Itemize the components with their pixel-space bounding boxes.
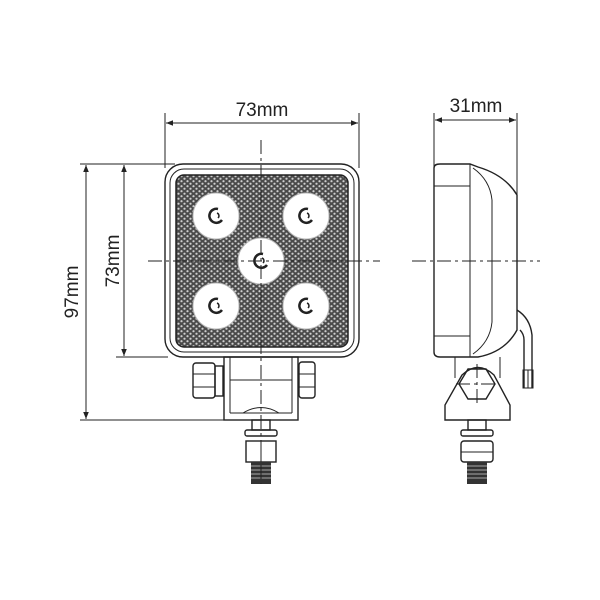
dimension-front-width: 73mm	[164, 100, 360, 168]
front-height-label: 73mm	[103, 235, 124, 288]
side-mounting-bolt	[460, 419, 494, 484]
dimension-side-depth: 31mm	[433, 96, 518, 195]
side-bracket	[444, 357, 511, 421]
bracket-nut-left	[192, 362, 224, 399]
side-view	[412, 163, 540, 484]
led-lenses	[192, 192, 330, 330]
power-cable	[516, 309, 534, 389]
front-width-label: 73mm	[236, 100, 289, 121]
bracket-nut-right	[298, 361, 316, 399]
dimension-total-height: 97mm	[62, 165, 228, 421]
total-height-label: 97mm	[62, 266, 83, 319]
dimension-front-height: 73mm	[80, 163, 175, 358]
led-lens	[192, 192, 240, 240]
led-lens	[282, 282, 330, 330]
led-lens	[282, 192, 330, 240]
front-view	[148, 140, 380, 484]
side-depth-label: 31mm	[450, 96, 503, 117]
led-lens	[192, 282, 240, 330]
